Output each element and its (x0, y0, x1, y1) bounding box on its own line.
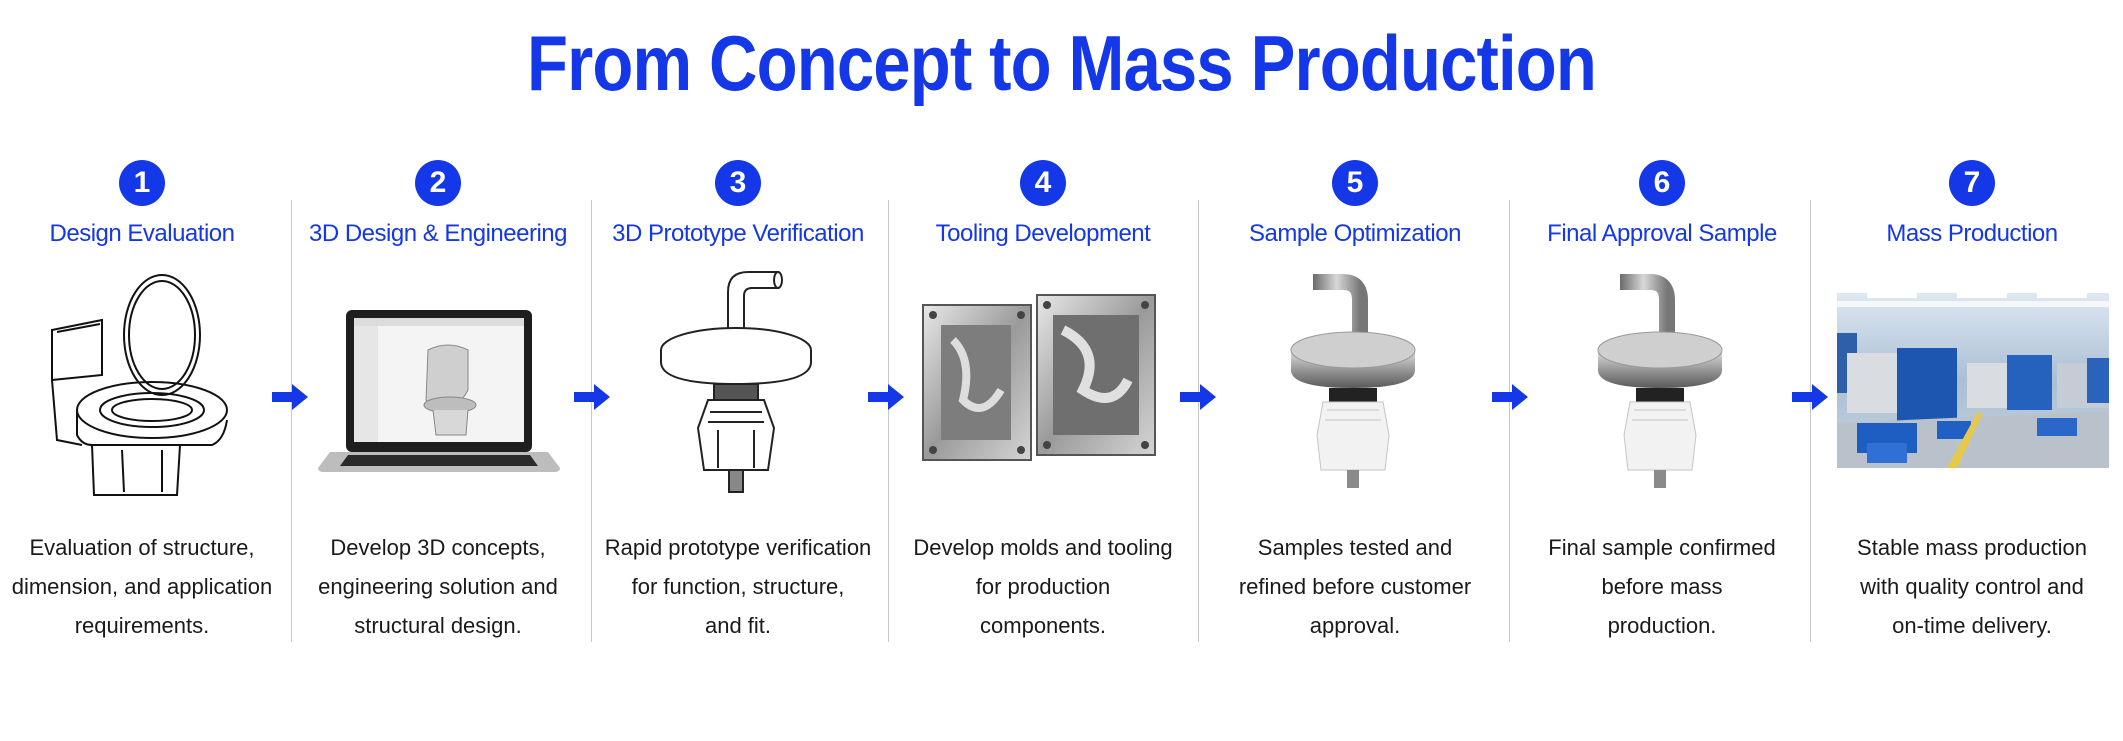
final-part-icon (1532, 270, 1792, 500)
step-4: 4 Tooling Development Develop molds and … (893, 160, 1193, 660)
step-number-badge: 7 (1949, 160, 1995, 206)
step-5: 5 Sample Optimization Samples tested and… (1205, 160, 1505, 660)
sample-part-icon (1225, 270, 1485, 500)
toilet-sketch-icon (12, 270, 272, 500)
arrow-right-icon (272, 384, 308, 410)
step-description: Develop 3D concepts,engineering solution… (318, 535, 558, 638)
step-description: Evaluation of structure,dimension, and a… (11, 535, 273, 638)
arrow-right-icon (868, 384, 904, 410)
prototype-part-icon (608, 270, 868, 500)
step-title: Mass Production (1886, 220, 2058, 247)
step-2: 2 3D Design & Engineering Develop 3D con… (288, 160, 588, 660)
step-divider (1198, 200, 1199, 642)
step-6: 6 Final Approval Sample Final sample con… (1512, 160, 1812, 660)
step-3: 3 3D Prototype Verification Rapid protot… (588, 160, 888, 660)
step-number-badge: 2 (415, 160, 461, 206)
factory-photo-icon (1837, 293, 2109, 468)
arrow-right-icon (1180, 384, 1216, 410)
step-divider (591, 200, 592, 642)
laptop-cad-icon (308, 270, 568, 500)
step-title: Tooling Development (935, 220, 1151, 247)
step-title: 3D Prototype Verification (612, 220, 864, 247)
step-divider (1810, 200, 1811, 642)
step-number-badge: 3 (715, 160, 761, 206)
step-title: Sample Optimization (1249, 220, 1461, 247)
arrow-right-icon (1792, 384, 1828, 410)
step-number-badge: 1 (119, 160, 165, 206)
step-divider (291, 200, 292, 642)
step-divider (888, 200, 889, 642)
step-title: Design Evaluation (49, 220, 235, 247)
step-number-badge: 5 (1332, 160, 1378, 206)
page-title: From Concept to Mass Production (526, 19, 1597, 107)
step-number-badge: 6 (1639, 160, 1685, 206)
step-1: 1 Design Evaluation Evaluation of struct… (0, 160, 292, 660)
arrow-right-icon (1492, 384, 1528, 410)
step-title: Final Approval Sample (1547, 220, 1777, 247)
arrow-right-icon (574, 384, 610, 410)
step-7: 7 Mass Production (1822, 160, 2122, 660)
mold-icon (913, 270, 1173, 500)
step-divider (1509, 200, 1510, 642)
step-number-badge: 4 (1020, 160, 1066, 206)
step-title: 3D Design & Engineering (309, 220, 568, 247)
